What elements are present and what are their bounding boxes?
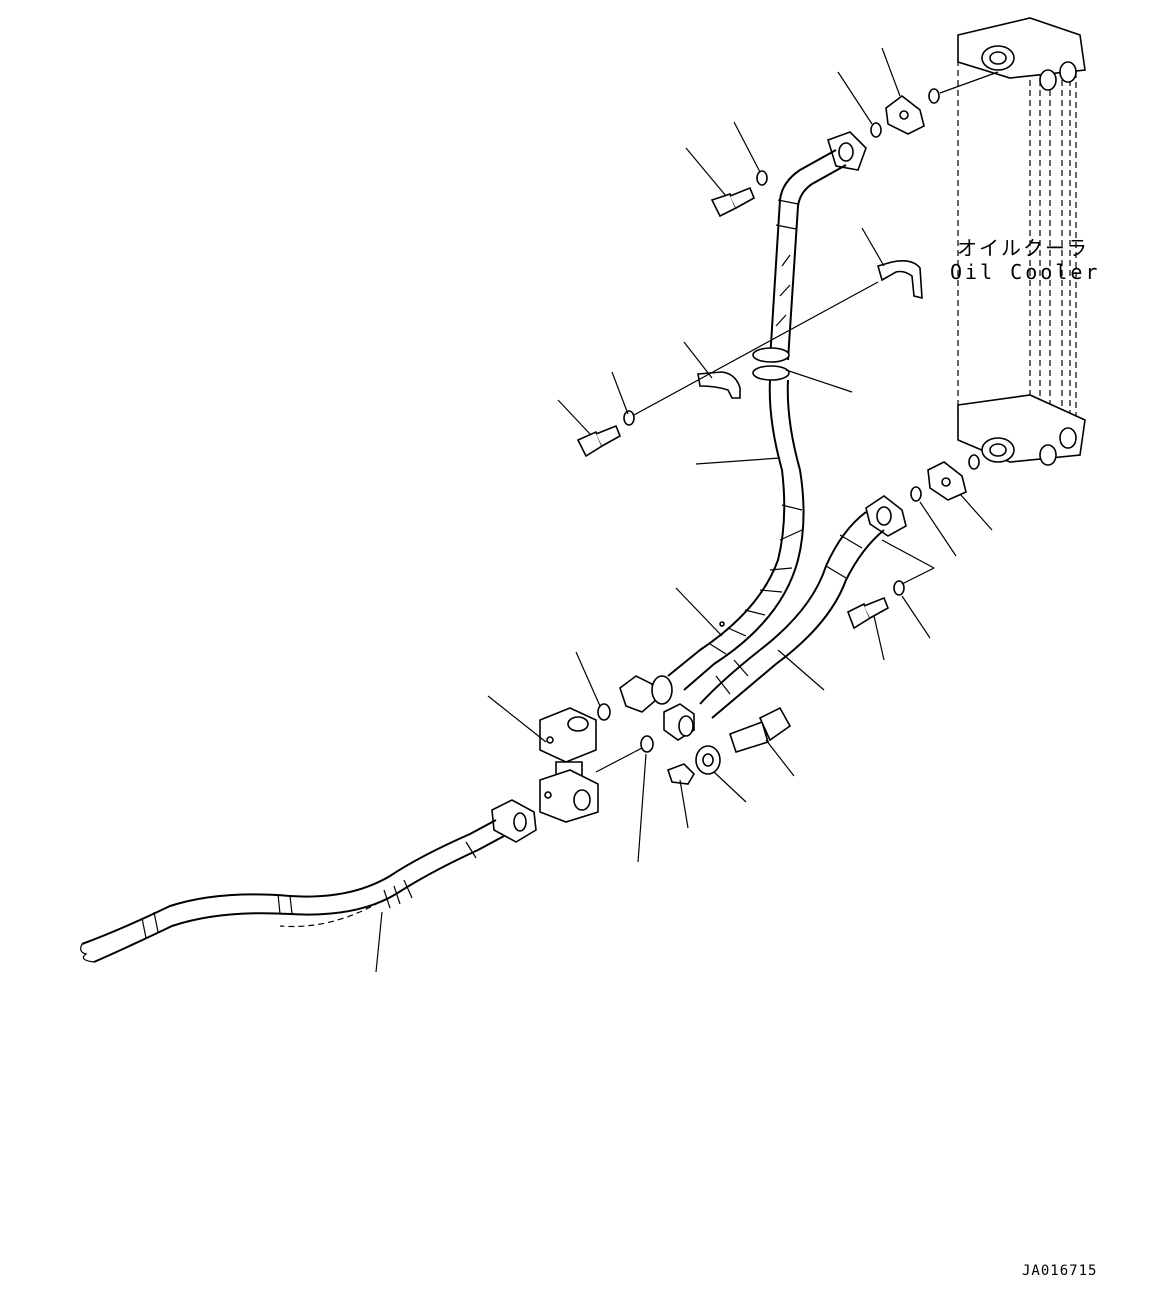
main-hose — [619, 379, 805, 713]
oil-cooler-label-english: Oil Cooler — [950, 260, 1101, 284]
clamp-bolt — [576, 281, 879, 458]
lower-hose — [663, 495, 907, 741]
joint-block — [539, 703, 654, 823]
long-hose — [80, 799, 537, 963]
clamp-set — [697, 260, 923, 399]
upper-flange-set — [870, 71, 999, 138]
hose-flange-bolt — [846, 539, 935, 630]
upper-oil-pipe — [769, 131, 867, 361]
lower-flange-set — [910, 454, 980, 502]
drawing-id: JA016715 — [1022, 1263, 1098, 1279]
leader-lines — [375, 47, 993, 973]
oil-cooler — [957, 17, 1086, 466]
pipe-flange-bolt — [710, 170, 768, 218]
oil-cooler-label-japanese: オイルクーラ — [957, 236, 1089, 260]
fitting-hardware — [666, 706, 792, 785]
